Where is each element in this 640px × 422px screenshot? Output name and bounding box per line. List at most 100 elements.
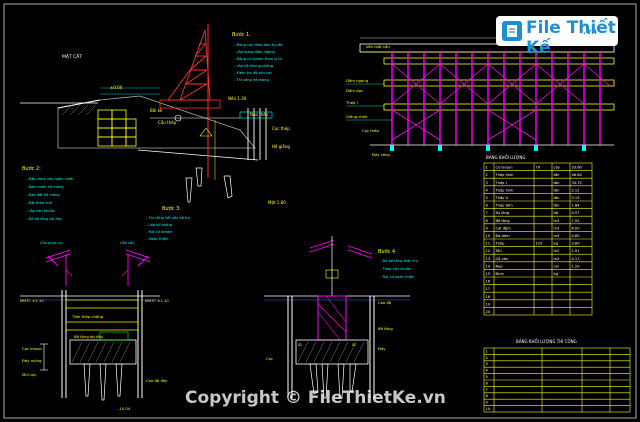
table1-cell: 7.05 — [572, 219, 580, 223]
svg-text:Cao độ: Cao độ — [378, 300, 392, 305]
svg-text:Cọc khoan: Cọc khoan — [22, 346, 43, 351]
table1-cell: 4.17 — [572, 257, 580, 261]
svg-text:Dầm ngang: Dầm ngang — [346, 78, 369, 83]
svg-text:- Đắp vòng vây ngăn nước: - Đắp vòng vây ngăn nước — [26, 176, 73, 181]
table2-cell: 6 — [486, 381, 489, 385]
svg-text:-10.04: -10.04 — [118, 406, 131, 411]
step2-heading: Bước 2: — [22, 165, 41, 172]
crane-base — [159, 99, 221, 109]
gabion-stack — [97, 109, 137, 147]
svg-text:- Đóng cọc thép làm trụ đỡ: - Đóng cọc thép làm trụ đỡ — [234, 43, 283, 47]
svg-text:MNTC ±1.10: MNTC ±1.10 — [145, 298, 169, 303]
table1-cell: 1 — [486, 166, 488, 170]
table2-title: BẢNG KHỐI LƯỢNG THI CÔNG — [516, 339, 577, 344]
table1-cell: 2.12 — [572, 188, 580, 192]
table1-cell: 6 — [486, 204, 489, 208]
table1-cell: Cừ larsen — [496, 166, 513, 170]
table2-cell: 10 — [486, 407, 491, 411]
svg-text:- Đóng cừ larsen theo vị trí: - Đóng cừ larsen theo vị trí — [234, 57, 283, 61]
table1-cell: 10 — [486, 234, 491, 238]
table1-cell: 70 — [536, 166, 541, 170]
section-pile-driving: ±0.00 Cầu thép Nền 1.30 Neo thép Cọc thé… — [20, 24, 290, 241]
copyright-watermark: Copyright © FileThietKe.vn — [185, 388, 446, 408]
logo-mark-icon — [502, 21, 522, 41]
svg-text:±0.00: ±0.00 — [110, 85, 123, 90]
table1-cell: Bu lông — [496, 211, 510, 215]
svg-text:Giằng chéo: Giằng chéo — [346, 114, 368, 119]
table1-cell: 46.64 — [572, 173, 583, 177]
logo-domain: .vn — [583, 27, 597, 36]
svg-text:Hệ giằng: Hệ giằng — [272, 144, 290, 149]
table1-cell: 20 — [486, 310, 491, 314]
sheet-frame — [3, 3, 637, 419]
step4-heading: Bước 4 — [378, 248, 395, 255]
svg-text:Cầu thép: Cầu thép — [158, 120, 177, 125]
table1-cell: kg — [554, 272, 558, 276]
table2-cell: 7 — [486, 388, 488, 392]
svg-text:Đáy: Đáy — [378, 346, 386, 351]
svg-text:- Bơm nước hố móng: - Bơm nước hố móng — [26, 185, 64, 189]
table2-cell: 9 — [486, 401, 489, 405]
driven-piles-section1 — [185, 167, 233, 203]
svg-text:- Thi công kết cấu bệ trụ: - Thi công kết cấu bệ trụ — [146, 216, 190, 220]
svg-text:Cọc: Cọc — [266, 356, 273, 361]
svg-text:Bê tông: Bê tông — [378, 326, 393, 331]
table1-cell: 16 — [486, 280, 491, 284]
table1-cell: 4.80 — [572, 234, 581, 238]
bridge-bracing — [391, 63, 611, 141]
table1-cell: 15 — [486, 272, 491, 276]
table1-cell: kg — [554, 242, 558, 246]
svg-text:- Lắp dựng dầm ngang: - Lắp dựng dầm ngang — [234, 49, 275, 54]
table2-cell: 5 — [486, 375, 488, 379]
crossbeams — [383, 57, 615, 111]
table1-cell: 7 — [486, 211, 488, 215]
svg-text:Nền 1.30: Nền 1.30 — [228, 96, 247, 101]
table1-cell: 33.72 — [572, 181, 582, 185]
table1-cell: bộ — [554, 211, 558, 215]
table1-cell: tấn — [554, 181, 560, 185]
svg-text:Cọc thép: Cọc thép — [362, 128, 379, 133]
table1-cell: 33.60 — [572, 166, 583, 170]
table1-cell: cây — [554, 166, 561, 170]
table1-cell: tấn — [554, 173, 560, 177]
table2-cell: 2 — [486, 356, 488, 360]
sheet-pile-walls-center — [287, 296, 375, 398]
table2-cell: 8 — [486, 394, 489, 398]
svg-text:Thép I: Thép I — [345, 100, 358, 105]
svg-text:Đáy móng: Đáy móng — [22, 358, 42, 363]
table1-cell: 8 — [486, 219, 489, 223]
table1-cell: Thép I — [495, 181, 507, 185]
table1-cell: Thép hình — [495, 188, 514, 192]
svg-text:Dầm dọc: Dầm dọc — [346, 88, 363, 93]
table1-cell: tấn — [554, 204, 560, 208]
table1-cell: 5 — [486, 196, 488, 200]
svg-text:- Rút cừ larsen: - Rút cừ larsen — [146, 230, 172, 234]
table1-cell: Thép — [495, 242, 506, 246]
svg-text:- Tháo ván khuôn: - Tháo ván khuôn — [380, 267, 411, 271]
svg-text:ID: ID — [352, 343, 356, 347]
table1-cell: 9 — [486, 226, 489, 230]
table1-cell: 18 — [486, 295, 491, 299]
table1-cell: 4.57 — [572, 211, 580, 215]
svg-text:- Lắp hệ khung chống: - Lắp hệ khung chống — [234, 63, 273, 68]
table1-cell: 1.51 — [572, 249, 580, 253]
svg-text:- Lắp ván khuôn: - Lắp ván khuôn — [26, 208, 55, 213]
svg-text:- Kiểm tra độ sâu cọc: - Kiểm tra độ sâu cọc — [234, 70, 272, 75]
table1-cell: tấn — [554, 188, 560, 192]
svg-text:Neo thép: Neo thép — [250, 112, 269, 117]
table1-title: BẢNG KHỐI LƯỢNG — [486, 155, 525, 160]
table1-cell: Thép tấm — [495, 204, 514, 208]
table1-cell: 1.84 — [572, 204, 581, 208]
table2-cell: 4 — [486, 369, 489, 373]
table1-cell: 5.15 — [572, 196, 580, 200]
table2-cell: 1 — [486, 349, 488, 353]
svg-text:- Thi công hố móng: - Thi công hố móng — [234, 78, 269, 82]
table1-cell: 2 — [486, 173, 488, 177]
svg-text:- Đặt thép chờ: - Đặt thép chờ — [26, 201, 53, 205]
table1-cell: 6.00 — [572, 226, 581, 230]
svg-text:Bê tông bịt đáy: Bê tông bịt đáy — [74, 334, 104, 339]
svg-text:Mặt 1.80: Mặt 1.80 — [268, 200, 286, 205]
table1-cell: Đá dăm — [496, 234, 511, 238]
step1-heading: Bước 1: — [232, 31, 251, 38]
